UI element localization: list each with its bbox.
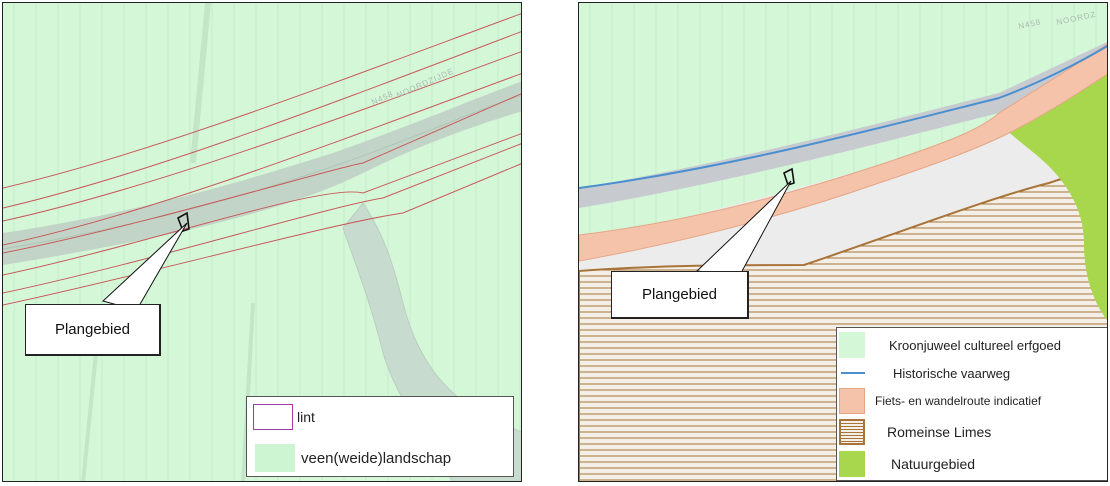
- map-left-landscape: NOORDZIJDE N458 Plangebied lint veen(wei…: [2, 2, 522, 482]
- map-right-historische-vaarweg: [579, 45, 1107, 189]
- veen-swatch: [255, 444, 295, 472]
- legend-item-vaarweg: Historische vaarweg: [837, 361, 1107, 385]
- map-left-road-band: [3, 81, 521, 265]
- legend-label-natuur: Natuurgebied: [891, 456, 976, 472]
- limes-swatch: [839, 419, 865, 445]
- legend-item-natuur: Natuurgebied: [837, 450, 1107, 478]
- map-left-lint-lines: [3, 13, 521, 306]
- legend-item-veen: veen(weide)landschap: [247, 443, 513, 473]
- map-right-plangebied-marker: [783, 167, 795, 187]
- lint-swatch: [253, 404, 293, 430]
- legend-item-lint: lint: [247, 403, 513, 431]
- natuur-swatch: [839, 451, 865, 477]
- map-left-legend: lint veen(weide)landschap: [246, 396, 514, 477]
- map-left-callout-label: Plangebied: [54, 321, 131, 338]
- fiets-swatch: [839, 388, 865, 414]
- legend-item-fiets: Fiets- en wandelroute indicatief: [837, 388, 1107, 414]
- kroonjuweel-swatch: [839, 332, 865, 358]
- map-right-natuurgebied: [999, 73, 1107, 321]
- map-right-legend: Kroonjuweel cultureel erfgoed Historisch…: [836, 327, 1107, 481]
- map-right-fiets-route: [579, 43, 1107, 262]
- legend-label-fiets: Fiets- en wandelroute indicatief: [875, 394, 1042, 408]
- legend-item-limes: Romeinse Limes: [837, 418, 1107, 446]
- legend-label-vaarweg: Historische vaarweg: [893, 365, 1011, 381]
- map-left-callout-plangebied: Plangebied: [25, 304, 161, 356]
- map-left-plangebied-marker: [177, 211, 190, 233]
- map-right-callout-plangebied: Plangebied: [611, 271, 749, 319]
- vaarweg-swatch: [841, 372, 865, 374]
- legend-label-limes: Romeinse Limes: [887, 424, 992, 440]
- map-right-heritage: NOORDZ N458 Plangebied Kroonjuweel cultu…: [578, 2, 1108, 482]
- legend-label-kroonjuweel: Kroonjuweel cultureel erfgoed: [889, 337, 1061, 353]
- legend-item-kroonjuweel: Kroonjuweel cultureel erfgoed: [837, 332, 1107, 358]
- legend-label-veen: veen(weide)landschap: [301, 449, 452, 467]
- legend-label-lint: lint: [297, 409, 315, 425]
- map-right-callout-label: Plangebied: [641, 286, 718, 303]
